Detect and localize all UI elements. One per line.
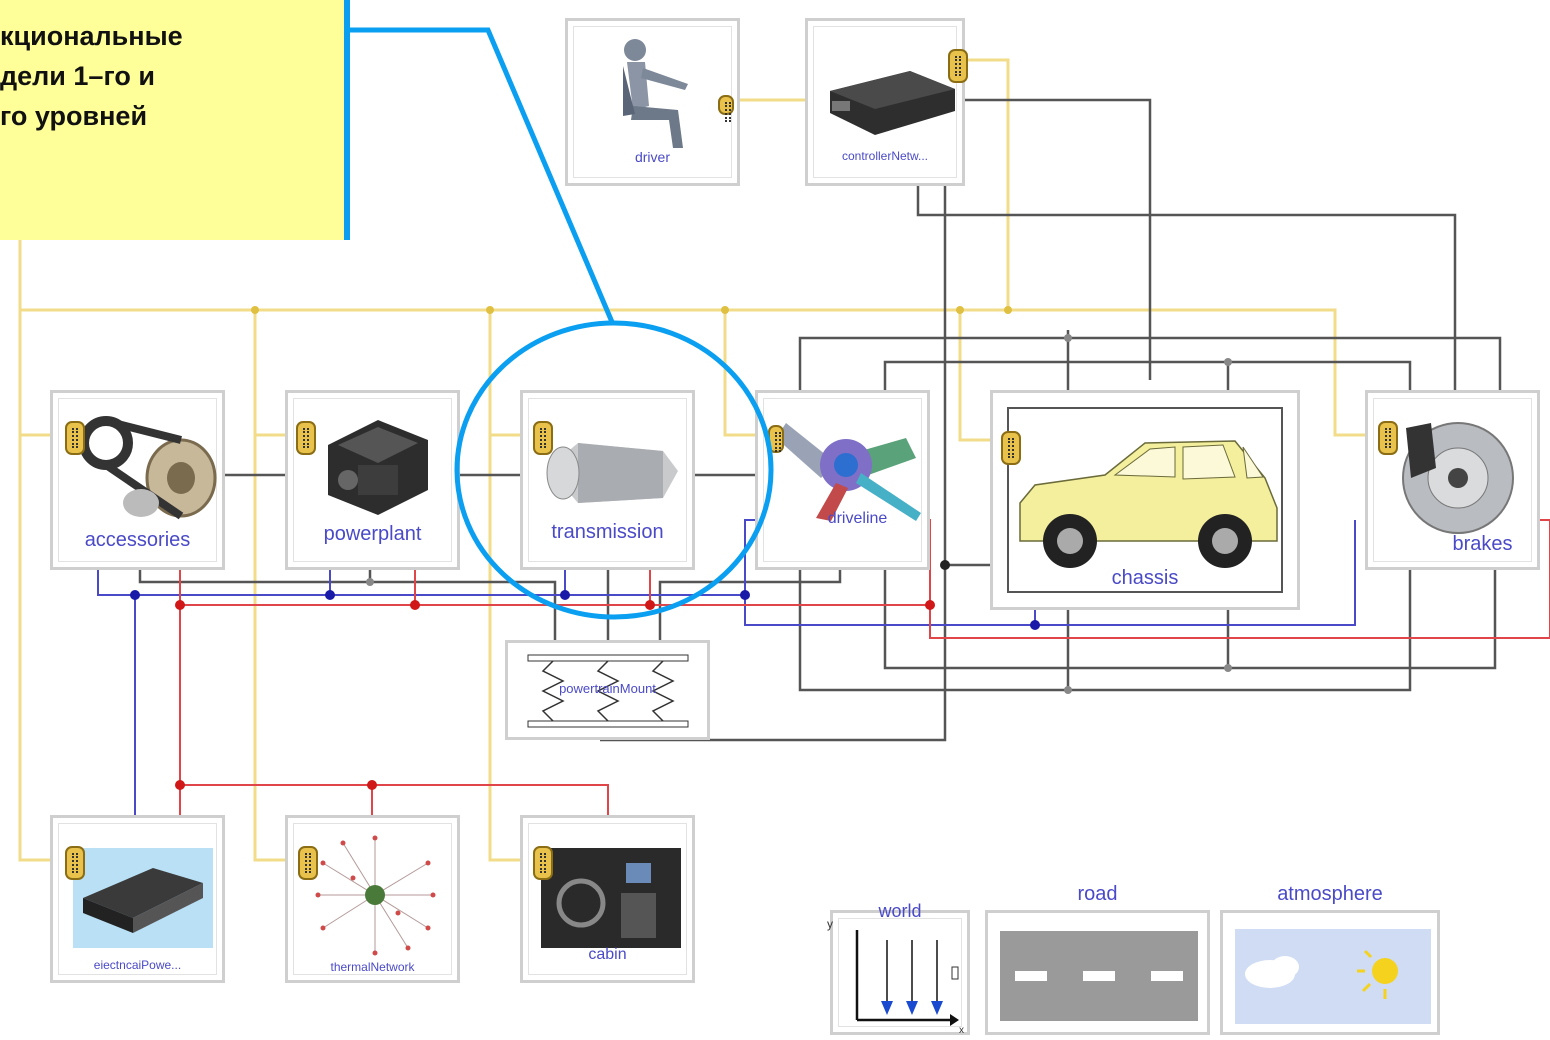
block-world[interactable]: world y x xyxy=(830,910,970,1035)
transmission-bus-connector-icon[interactable] xyxy=(533,421,553,455)
accessories-bus-connector-icon[interactable] xyxy=(65,421,85,455)
battery-pack-icon xyxy=(73,848,213,948)
block-transmission[interactable]: transmission xyxy=(520,390,695,570)
callout-box: кциональные дели 1–го и го уровней xyxy=(0,0,350,240)
block-label-powerplant: powerplant xyxy=(288,523,457,546)
belt-drive-icon xyxy=(71,408,221,528)
gearbox-icon xyxy=(543,423,683,523)
block-brakes[interactable]: brakes xyxy=(1365,390,1540,570)
block-label-transmission: transmission xyxy=(523,521,692,544)
car-icon xyxy=(1015,433,1285,573)
block-controller-network[interactable]: controllerNetw... xyxy=(805,18,965,186)
block-label-electrical: eiectncaiPowe... xyxy=(53,958,222,972)
differential-icon xyxy=(776,403,926,523)
block-cabin[interactable]: cabin xyxy=(520,815,695,983)
electrical-bus-connector-icon[interactable] xyxy=(65,846,85,880)
block-electrical-power[interactable]: eiectncaiPowe... xyxy=(50,815,225,983)
world-axis-x-label: x xyxy=(959,1025,964,1036)
block-label-road: road xyxy=(988,883,1207,906)
world-axis-y-label: y xyxy=(827,917,833,931)
callout-text: кциональные дели 1–го и го уровней xyxy=(0,16,183,136)
block-label-thermal: thermalNetwork xyxy=(288,960,457,974)
block-label-world: world xyxy=(833,901,967,922)
callout-line-1: кциональные xyxy=(0,21,183,51)
engine-icon xyxy=(318,405,438,525)
block-label-controller: controllerNetw... xyxy=(808,149,962,163)
brakes-bus-connector-icon[interactable] xyxy=(1378,421,1398,455)
cabin-bus-connector-icon[interactable] xyxy=(533,846,553,880)
driveline-bus-connector-icon[interactable] xyxy=(768,425,784,453)
controller-unit-icon xyxy=(820,61,960,141)
callout-line-3: го уровней xyxy=(0,101,147,131)
block-powertrain-mount[interactable]: powertrainMount xyxy=(505,640,710,740)
atmosphere-icon xyxy=(1235,929,1431,1024)
block-atmosphere[interactable]: atmosphere xyxy=(1220,910,1440,1035)
block-label-mount: powertrainMount xyxy=(508,681,707,696)
controller-bus-connector-icon[interactable] xyxy=(948,49,968,83)
block-label-atmosphere: atmosphere xyxy=(1223,883,1437,906)
block-driveline[interactable]: driveline xyxy=(755,390,930,570)
driver-figure-icon xyxy=(593,36,713,156)
block-label-driveline: driveline xyxy=(788,510,927,528)
block-driver[interactable]: driver xyxy=(565,18,740,186)
block-powerplant[interactable]: powerplant xyxy=(285,390,460,570)
block-road[interactable]: road xyxy=(985,910,1210,1035)
driver-bus-connector-icon[interactable] xyxy=(718,95,734,115)
block-label-brakes: brakes xyxy=(1428,533,1537,556)
thermal-bus-connector-icon[interactable] xyxy=(298,846,318,880)
block-label-accessories: accessories xyxy=(53,529,222,552)
block-label-chassis: chassis xyxy=(993,567,1297,590)
block-thermal-network[interactable]: thermalNetwork xyxy=(285,815,460,983)
road-icon xyxy=(1000,931,1198,1021)
cabin-interior-icon xyxy=(541,848,681,948)
callout-line-2: дели 1–го и xyxy=(0,61,155,91)
block-chassis[interactable]: chassis xyxy=(990,390,1300,610)
block-label-driver: driver xyxy=(568,149,737,165)
block-label-cabin: cabin xyxy=(523,946,692,964)
chassis-bus-connector-icon[interactable] xyxy=(1001,431,1021,465)
block-accessories[interactable]: accessories xyxy=(50,390,225,570)
brake-disc-icon xyxy=(1386,408,1516,538)
thermal-network-icon xyxy=(313,833,438,958)
powerplant-bus-connector-icon[interactable] xyxy=(296,421,316,455)
world-frame-icon xyxy=(847,925,962,1030)
